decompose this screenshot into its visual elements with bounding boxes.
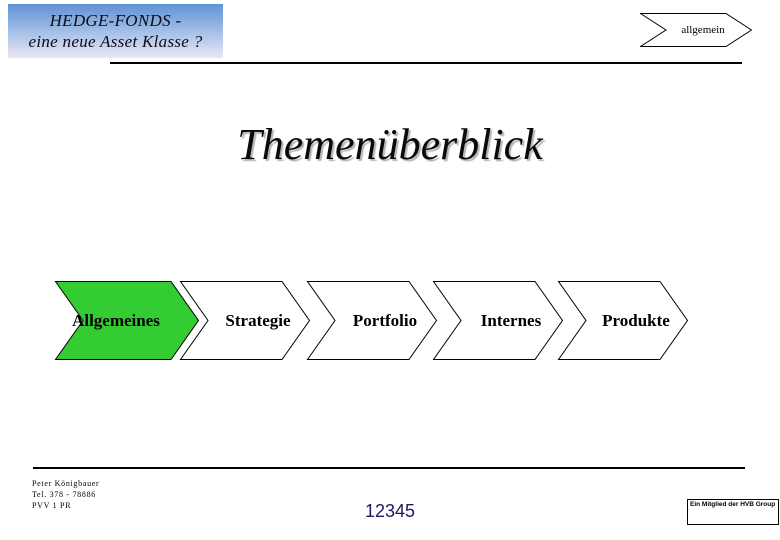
contact-name: Peter Königbauer xyxy=(32,479,100,488)
header-title-line-2: eine neue Asset Klasse ? xyxy=(28,32,203,51)
step-chevron-portfolio[interactable]: Portfolio xyxy=(306,281,438,360)
brand-label: Ein Mitglied der HVB Group xyxy=(690,501,776,508)
allgemein-tag-label: allgemein xyxy=(681,24,725,36)
bottom-divider-line xyxy=(33,467,745,469)
top-divider-line xyxy=(110,62,742,64)
header-title-line-1: HEDGE-FONDS - xyxy=(49,11,182,30)
contact-department: PVV 1 PR xyxy=(32,501,72,510)
chevron-shape-icon xyxy=(306,281,438,360)
step-chevron-allgemeines[interactable]: Allgemeines xyxy=(54,281,200,360)
step-label: Strategie xyxy=(225,310,291,330)
step-chevron-internes[interactable]: Internes xyxy=(432,281,564,360)
brand-box: Ein Mitglied der HVB Group xyxy=(687,499,779,525)
chevron-shape-icon xyxy=(179,281,311,360)
chevron-arrow-icon xyxy=(640,13,752,47)
chevron-shape-icon xyxy=(432,281,564,360)
contact-block: Peter Königbauer Tel. 378 - 78886 PVV 1 … xyxy=(32,478,99,511)
contact-phone: Tel. 378 - 78886 xyxy=(32,490,96,499)
chevron-shape-icon xyxy=(54,281,200,360)
allgemein-tag-arrow[interactable]: allgemein xyxy=(640,13,752,47)
step-chevron-produkte[interactable]: Produkte xyxy=(557,281,689,360)
step-label: Allgemeines xyxy=(72,310,160,330)
page-title: Themenüberblick xyxy=(237,120,543,169)
page-number: 12345 xyxy=(364,501,416,521)
step-label: Produkte xyxy=(602,310,670,330)
step-chevron-strategie[interactable]: Strategie xyxy=(179,281,311,360)
chevron-shape-icon xyxy=(557,281,689,360)
step-label: Internes xyxy=(480,310,542,330)
slide-header-box: HEDGE-FONDS - eine neue Asset Klasse ? xyxy=(8,4,223,58)
step-label: Portfolio xyxy=(352,310,418,330)
